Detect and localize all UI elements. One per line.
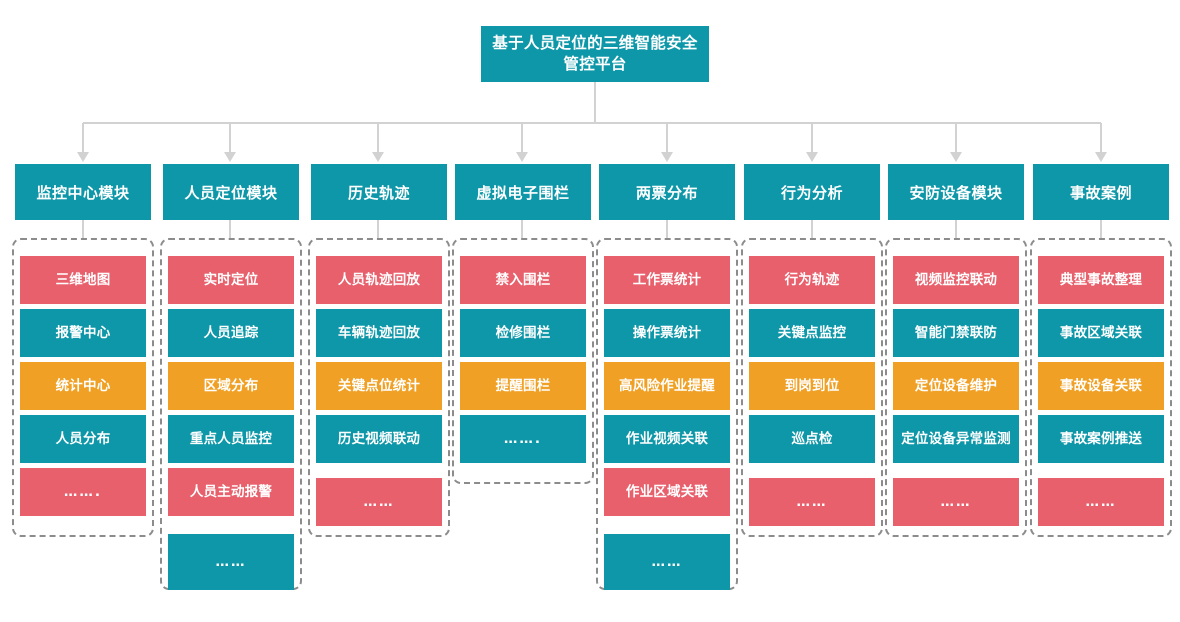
column-header-0[interactable]: 监控中心模块 bbox=[15, 164, 151, 220]
item-3-2[interactable]: 提醒围栏 bbox=[460, 362, 586, 410]
item-2-4[interactable]: …… bbox=[316, 478, 442, 526]
item-0-3[interactable]: 人员分布 bbox=[20, 415, 146, 463]
item-1-4[interactable]: 人员主动报警 bbox=[168, 468, 294, 516]
group-outline-3 bbox=[452, 238, 594, 484]
group-outline-2 bbox=[308, 238, 450, 537]
item-7-0[interactable]: 典型事故整理 bbox=[1038, 256, 1164, 304]
item-0-0[interactable]: 三维地图 bbox=[20, 256, 146, 304]
item-0-2[interactable]: 统计中心 bbox=[20, 362, 146, 410]
group-outline-0 bbox=[12, 238, 154, 537]
item-6-0[interactable]: 视频监控联动 bbox=[893, 256, 1019, 304]
item-3-0[interactable]: 禁入围栏 bbox=[460, 256, 586, 304]
item-2-3[interactable]: 历史视频联动 bbox=[316, 415, 442, 463]
item-1-2[interactable]: 区域分布 bbox=[168, 362, 294, 410]
item-1-1[interactable]: 人员追踪 bbox=[168, 309, 294, 357]
item-1-3[interactable]: 重点人员监控 bbox=[168, 415, 294, 463]
item-4-1[interactable]: 操作票统计 bbox=[604, 309, 730, 357]
item-7-1[interactable]: 事故区域关联 bbox=[1038, 309, 1164, 357]
column-header-6[interactable]: 安防设备模块 bbox=[888, 164, 1024, 220]
item-6-3[interactable]: 定位设备异常监测 bbox=[893, 415, 1019, 463]
item-4-3[interactable]: 作业视频关联 bbox=[604, 415, 730, 463]
column-header-3[interactable]: 虚拟电子围栏 bbox=[455, 164, 591, 220]
item-5-2[interactable]: 到岗到位 bbox=[749, 362, 875, 410]
item-2-0[interactable]: 人员轨迹回放 bbox=[316, 256, 442, 304]
item-3-1[interactable]: 检修围栏 bbox=[460, 309, 586, 357]
group-outline-6 bbox=[885, 238, 1027, 537]
item-7-3[interactable]: 事故案例推送 bbox=[1038, 415, 1164, 463]
item-5-0[interactable]: 行为轨迹 bbox=[749, 256, 875, 304]
column-header-1[interactable]: 人员定位模块 bbox=[163, 164, 299, 220]
header-to-group-lines bbox=[82, 220, 1102, 240]
item-4-2[interactable]: 高风险作业提醒 bbox=[604, 362, 730, 410]
item-5-1[interactable]: 关键点监控 bbox=[749, 309, 875, 357]
item-0-1[interactable]: 报警中心 bbox=[20, 309, 146, 357]
item-4-5[interactable]: …… bbox=[604, 534, 730, 590]
item-4-0[interactable]: 工作票统计 bbox=[604, 256, 730, 304]
item-6-4[interactable]: …… bbox=[893, 478, 1019, 526]
group-outline-7 bbox=[1030, 238, 1172, 537]
column-header-4[interactable]: 两票分布 bbox=[599, 164, 735, 220]
item-0-4[interactable]: ……. bbox=[20, 468, 146, 516]
group-outline-5 bbox=[741, 238, 883, 537]
item-7-4[interactable]: …… bbox=[1038, 478, 1164, 526]
column-header-7[interactable]: 事故案例 bbox=[1033, 164, 1169, 220]
item-5-3[interactable]: 巡点检 bbox=[749, 415, 875, 463]
item-1-5[interactable]: …… bbox=[168, 534, 294, 590]
drop-arrowheads bbox=[77, 152, 1107, 162]
item-6-1[interactable]: 智能门禁联防 bbox=[893, 309, 1019, 357]
item-4-4[interactable]: 作业区域关联 bbox=[604, 468, 730, 516]
item-5-4[interactable]: …… bbox=[749, 478, 875, 526]
column-header-2[interactable]: 历史轨迹 bbox=[311, 164, 447, 220]
item-6-2[interactable]: 定位设备维护 bbox=[893, 362, 1019, 410]
item-3-3[interactable]: ……. bbox=[460, 415, 586, 463]
item-2-1[interactable]: 车辆轨迹回放 bbox=[316, 309, 442, 357]
item-2-2[interactable]: 关键点位统计 bbox=[316, 362, 442, 410]
column-header-5[interactable]: 行为分析 bbox=[744, 164, 880, 220]
item-7-2[interactable]: 事故设备关联 bbox=[1038, 362, 1164, 410]
item-1-0[interactable]: 实时定位 bbox=[168, 256, 294, 304]
root-title-box[interactable]: 基于人员定位的三维智能安全管控平台 bbox=[481, 26, 709, 82]
